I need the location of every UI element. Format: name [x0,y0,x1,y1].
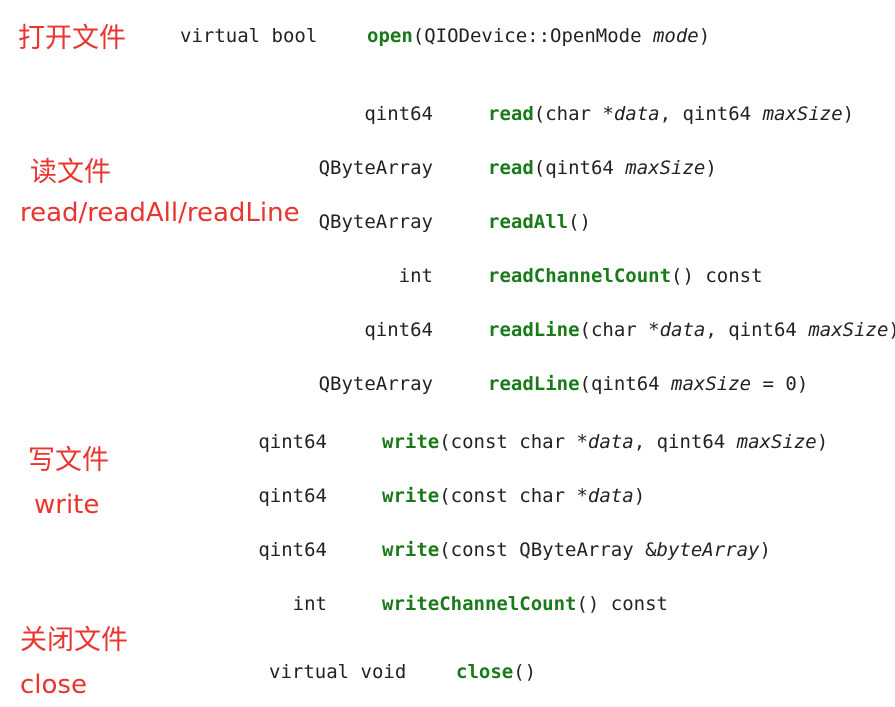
function-name-readall: readAll [488,211,569,233]
param-text: (char * [579,319,660,341]
param-text: ) [633,485,646,507]
param-name: data [659,319,706,341]
open-return-type: virtual bool [180,25,318,47]
readall-return-type: QByteArray [318,211,433,233]
param-name: maxSize [625,157,706,179]
param-name: byteArray [656,539,760,561]
function-name-readline: readLine [488,319,580,341]
param-text: ) [698,25,711,47]
write-methods-label: write [34,490,100,520]
param-text: () const [671,265,763,287]
readline2-return-type: QByteArray [318,373,433,395]
write1-return-type: qint64 [258,431,327,453]
param-name: mode [652,25,699,47]
param-text: (const QByteArray & [439,539,657,561]
param-text: ) [759,539,771,561]
close-signature: close() [456,660,536,684]
readchannelcount-signature: readChannelCount() const [488,264,763,288]
read2-signature: read(qint64 maxSize) [488,156,717,180]
param-text: () [513,661,537,683]
param-text: (const char * [439,431,588,453]
param-name: data [613,103,660,125]
function-name-close: close [456,661,514,683]
read-methods-label: read/readAll/readLine [20,198,300,228]
readline2-signature: readLine(qint64 maxSize = 0) [488,372,808,396]
function-name-read: read [488,157,534,179]
writechannelcount-signature: writeChannelCount() const [382,592,668,616]
function-name-write: write [382,431,440,453]
param-text: () const [576,593,668,615]
param-name: maxSize [736,431,817,453]
open-signature: open(QIODevice::OpenMode mode) [367,24,710,48]
param-text: (const char * [439,485,588,507]
param-text: , qint64 [705,319,809,341]
function-name-readchannelcount: readChannelCount [488,265,672,287]
write3-signature: write(const QByteArray &byteArray) [382,538,771,562]
function-name-write: write [382,539,440,561]
param-text: ) [888,319,895,341]
readline1-return-type: qint64 [364,319,433,341]
param-text: (QIODevice::OpenMode [412,25,653,47]
param-text: , qint64 [633,431,737,453]
writechannelcount-return-type: int [292,593,327,615]
function-name-writechannelcount: writeChannelCount [382,593,577,615]
param-name: data [587,485,634,507]
function-name-write: write [382,485,440,507]
write1-signature: write(const char *data, qint64 maxSize) [382,430,828,454]
function-name-read: read [488,103,534,125]
param-name: data [587,431,634,453]
write-file-label: 写文件 [28,445,109,476]
write2-signature: write(const char *data) [382,484,645,508]
write3-return-type: qint64 [258,539,327,561]
param-text: ) [705,157,717,179]
param-text: = 0) [751,373,809,395]
read2-return-type: QByteArray [318,157,433,179]
read1-return-type: qint64 [364,103,433,125]
param-text: ) [842,103,855,125]
param-text: (qint64 [579,373,672,395]
open-file-label: 打开文件 [18,23,126,54]
param-text: (qint64 [533,157,626,179]
close-file-label: 关闭文件 [20,625,128,656]
read1-signature: read(char *data, qint64 maxSize) [488,102,854,126]
write2-return-type: qint64 [258,485,327,507]
function-name-readline: readLine [488,373,580,395]
read-file-label: 读文件 [30,157,111,188]
readall-signature: readAll() [488,210,591,234]
param-name: maxSize [808,319,889,341]
param-text: ) [816,431,829,453]
param-name: maxSize [671,373,752,395]
param-text: , qint64 [659,103,763,125]
param-text: (char * [533,103,614,125]
readline1-signature: readLine(char *data, qint64 maxSize) [488,318,895,342]
function-name-open: open [367,25,413,47]
close-return-type: virtual void [269,661,407,683]
param-name: maxSize [762,103,843,125]
readchannelcount-return-type: int [398,265,433,287]
close-methods-label: close [20,670,87,700]
param-text: () [568,211,591,233]
